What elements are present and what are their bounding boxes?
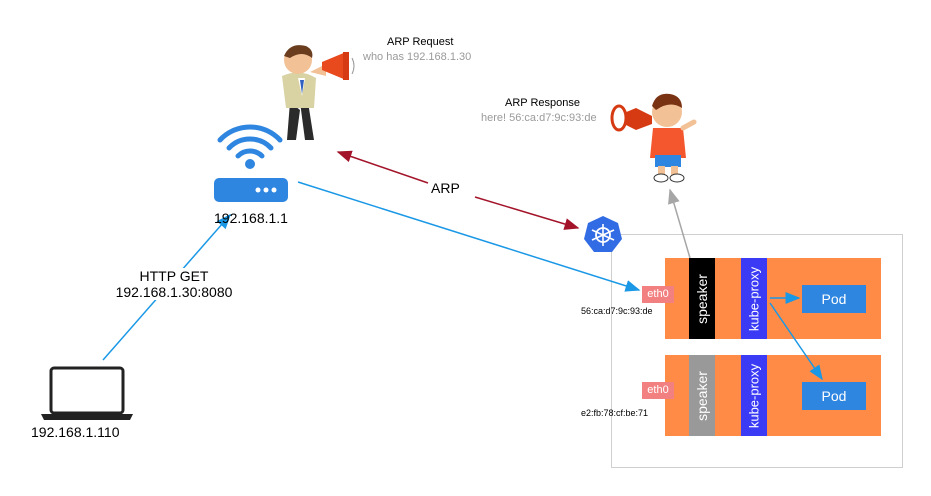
laptop-icon xyxy=(41,366,133,420)
arp-arrow-right xyxy=(474,196,580,230)
node-1-pod: Pod xyxy=(802,285,866,313)
speaker-to-boy-arrow xyxy=(668,188,691,259)
arp-response-title: ARP Response xyxy=(505,97,581,109)
node-1-mac: 56:ca:d7:9c:93:de xyxy=(581,306,653,316)
node-2-speaker: speaker xyxy=(689,355,715,436)
http-get-label: HTTP GET 192.168.1.30:8080 xyxy=(98,268,250,300)
proxy-to-pod2-arrow xyxy=(769,302,823,381)
laptop-ip-label: 192.168.1.110 xyxy=(31,424,120,440)
arp-request-title: ARP Request xyxy=(387,36,454,48)
http-get-line1: HTTP GET xyxy=(139,268,209,284)
http-get-line2: 192.168.1.30:8080 xyxy=(115,284,233,300)
kubernetes-logo-icon xyxy=(584,216,622,252)
router-ip-label: 192.168.1.1 xyxy=(214,210,288,226)
node-2-pod: Pod xyxy=(802,382,866,410)
man-megaphone-icon xyxy=(282,45,355,140)
node-1-eth0: eth0 xyxy=(642,286,674,303)
arp-label: ARP xyxy=(431,180,460,196)
wifi-router-icon xyxy=(214,124,288,202)
boy-megaphone-icon xyxy=(610,93,697,183)
router-to-eth0-arrow xyxy=(297,181,641,292)
node-1-kube-proxy: kube-proxy xyxy=(741,258,767,339)
node-2-eth0: eth0 xyxy=(642,382,674,399)
node-2-mac: e2:fb:78:cf:be:71 xyxy=(581,408,649,418)
node-1-speaker: speaker xyxy=(689,258,715,339)
node-2-kube-proxy: kube-proxy xyxy=(741,355,767,436)
arp-response-text: here! 56:ca:d7:9c:93:de xyxy=(481,112,597,124)
arp-request-text: who has 192.168.1.30 xyxy=(363,51,472,63)
arp-arrow-left xyxy=(336,150,429,184)
